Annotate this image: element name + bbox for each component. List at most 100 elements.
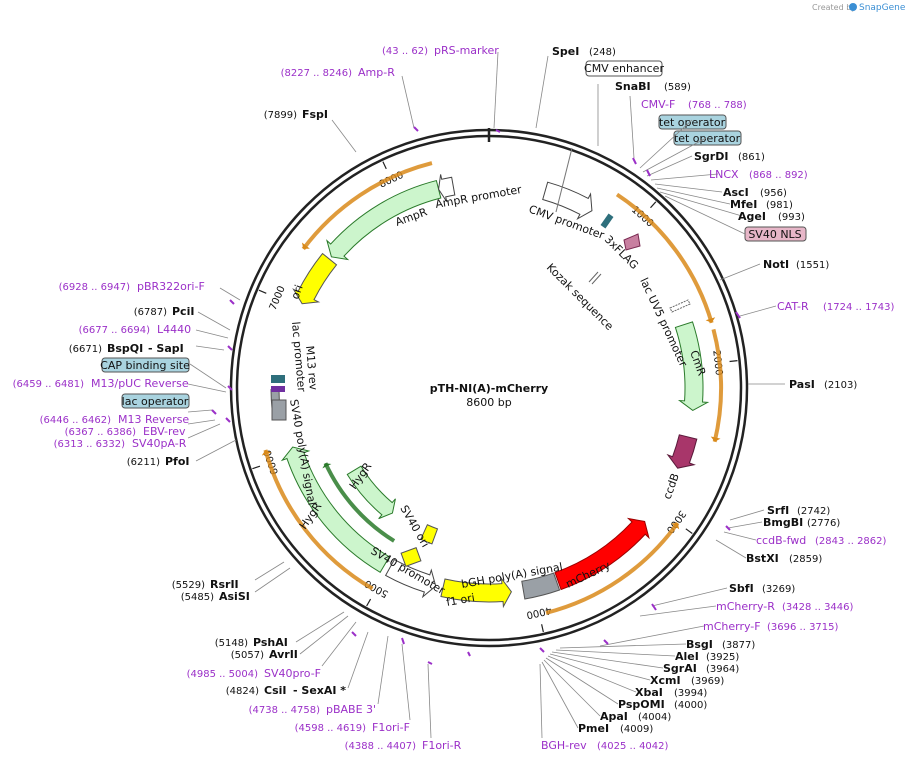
orf-arrowhead <box>261 449 272 456</box>
svg-text:SgrDI: SgrDI <box>694 150 728 163</box>
enzyme-pspomi: PspOMI(4000) <box>618 698 707 711</box>
svg-text:F1ori-F: F1ori-F <box>372 721 410 734</box>
primer-markers <box>211 126 741 665</box>
feature-hygr <box>280 446 391 573</box>
svg-text:BsgI: BsgI <box>686 638 713 651</box>
svg-text:- SapI: - SapI <box>148 342 184 355</box>
box-sv40-nls: SV40 NLS <box>744 226 807 242</box>
enzyme-srfi: SrfI(2742) <box>767 504 830 517</box>
small-feature-marks <box>271 147 691 567</box>
svg-text:PciI: PciI <box>172 305 194 318</box>
enzyme-labels-bottom-right: BsgI(3877) AleI(3925) SgrAI(3964) XcmI(3… <box>578 638 755 735</box>
svg-text:(981): (981) <box>766 200 793 211</box>
orf-arc <box>615 192 714 324</box>
svg-text:(4009): (4009) <box>620 724 653 735</box>
svg-text:(5529): (5529) <box>172 580 205 591</box>
feature-cmv-promoter <box>542 181 593 221</box>
svg-text:ApaI: ApaI <box>600 710 628 723</box>
box-tet-operator-1: tet operator <box>658 114 727 130</box>
svg-text:AgeI: AgeI <box>738 210 766 223</box>
enzyme-asisi: (5485)AsiSI <box>181 590 250 603</box>
svg-text:(6313 .. 6332): (6313 .. 6332) <box>54 439 126 450</box>
svg-text:SV40 NLS: SV40 NLS <box>748 228 801 241</box>
enzyme-pfoi: (6211)PfoI <box>127 455 190 468</box>
label-lac-uv5: lac UV5 promoter <box>637 276 690 369</box>
orf-arc <box>301 161 433 251</box>
enzyme-alei: AleI(3925) <box>675 650 739 663</box>
svg-text:CAT-R: CAT-R <box>777 300 809 313</box>
svg-text:(6367 .. 6386): (6367 .. 6386) <box>65 427 137 438</box>
svg-text:(868 .. 892): (868 .. 892) <box>749 170 808 181</box>
svg-text:(4025 .. 4042): (4025 .. 4042) <box>597 741 669 752</box>
svg-text:(6671): (6671) <box>69 344 102 355</box>
svg-text:NotI: NotI <box>763 258 789 271</box>
svg-text:PasI: PasI <box>789 378 815 391</box>
primer-mcherry-f: mCherry-F(3696 .. 3715) <box>703 620 839 633</box>
feature-ampr-promoter <box>438 174 456 202</box>
primer-mcherry-r: mCherry-R (3428 .. 3446) <box>716 600 854 613</box>
enzyme-bstxi: BstXI(2859) <box>746 552 822 565</box>
primer-bgh-rev: BGH-rev(4025 .. 4042) <box>541 739 669 752</box>
svg-text:XcmI: XcmI <box>650 674 681 687</box>
enzyme-labels-right: SpeI(248) SnaBI(589) SgrDI(861) AscI(956… <box>552 45 857 595</box>
svg-text:SpeI: SpeI <box>552 45 579 58</box>
primer-amp-r: (8227 .. 8246)Amp-R <box>281 66 396 79</box>
svg-text:F1ori-R: F1ori-R <box>422 739 462 752</box>
enzyme-snabi: SnaBI(589) <box>615 80 691 93</box>
orf-arrowhead <box>301 242 310 249</box>
enzyme-sgrdi: SgrDI (861) <box>694 150 765 163</box>
svg-text:BmgBI: BmgBI <box>763 516 803 529</box>
svg-text:SV40pA-R: SV40pA-R <box>132 437 187 450</box>
svg-text:M13 Reverse: M13 Reverse <box>118 413 189 426</box>
nls-mark <box>623 233 641 251</box>
svg-text:(3877): (3877) <box>722 640 755 651</box>
svg-text:(248): (248) <box>589 47 616 58</box>
svg-text:(5148): (5148) <box>215 638 248 649</box>
svg-text:(956): (956) <box>760 188 787 199</box>
label-f1-ori: f1 ori <box>445 591 476 609</box>
orf-arc <box>711 328 723 443</box>
svg-text:CMV-F: CMV-F <box>641 98 675 111</box>
sv40-polya-mark <box>271 399 287 421</box>
svg-text:(6677 .. 6694): (6677 .. 6694) <box>79 325 151 336</box>
primer-f1ori-f: (4598 .. 4619) F1ori-F <box>295 721 410 734</box>
enzyme-avrii: (5057)AvrII <box>231 648 298 661</box>
credit-text: Created by <box>812 3 856 12</box>
label-kozak: Kozak sequence <box>544 261 616 333</box>
svg-text:(3428 .. 3446): (3428 .. 3446) <box>782 602 854 613</box>
svg-text:(3994): (3994) <box>674 688 707 699</box>
orf-arrowhead <box>671 522 680 530</box>
primer-ebv-rev: (6367 .. 6386)EBV-rev <box>65 425 186 438</box>
svg-text:(861): (861) <box>738 152 765 163</box>
svg-text:(4985 .. 5004): (4985 .. 5004) <box>187 669 259 680</box>
svg-text:(8227 .. 8246): (8227 .. 8246) <box>281 68 353 79</box>
leader-lines <box>187 51 785 739</box>
feature-f1-ori <box>440 576 513 609</box>
svg-text:(3269): (3269) <box>762 584 795 595</box>
svg-text:(3925): (3925) <box>706 652 739 663</box>
primer-pbabe-3: (4738 .. 4758)pBABE 3' <box>249 703 377 716</box>
primer-pbr322ori-f: (6928 .. 6947)pBR322ori-F <box>59 280 205 293</box>
primer-m13-puc-reverse: (6459 .. 6481)M13/pUC Reverse <box>13 377 189 390</box>
svg-text:(4598 .. 4619): (4598 .. 4619) <box>295 723 367 734</box>
orf-arc <box>323 462 396 543</box>
feature-ampr <box>326 179 442 261</box>
svg-text:(993): (993) <box>778 212 805 223</box>
svg-text:tet operator: tet operator <box>674 132 741 145</box>
svg-text:AvrII: AvrII <box>269 648 298 661</box>
svg-text:(3696 .. 3715): (3696 .. 3715) <box>767 622 839 633</box>
features <box>270 174 710 609</box>
tick-7000 <box>258 289 267 294</box>
svg-text:(2859): (2859) <box>789 554 822 565</box>
enzyme-xcmi: XcmI(3969) <box>650 674 724 687</box>
tick-2000 <box>729 360 738 363</box>
svg-text:(4824): (4824) <box>226 686 259 697</box>
feature-hygr-inner <box>346 465 396 520</box>
svg-text:LNCX: LNCX <box>709 168 739 181</box>
tick-label-7000: 7000 <box>268 284 288 312</box>
feature-sv40-ori <box>420 524 439 545</box>
orf-arrowhead <box>322 463 332 469</box>
svg-text:mCherry-R: mCherry-R <box>716 600 775 613</box>
svg-text:L4440: L4440 <box>157 323 191 336</box>
enzyme-sgrai: SgrAI(3964) <box>663 662 739 675</box>
